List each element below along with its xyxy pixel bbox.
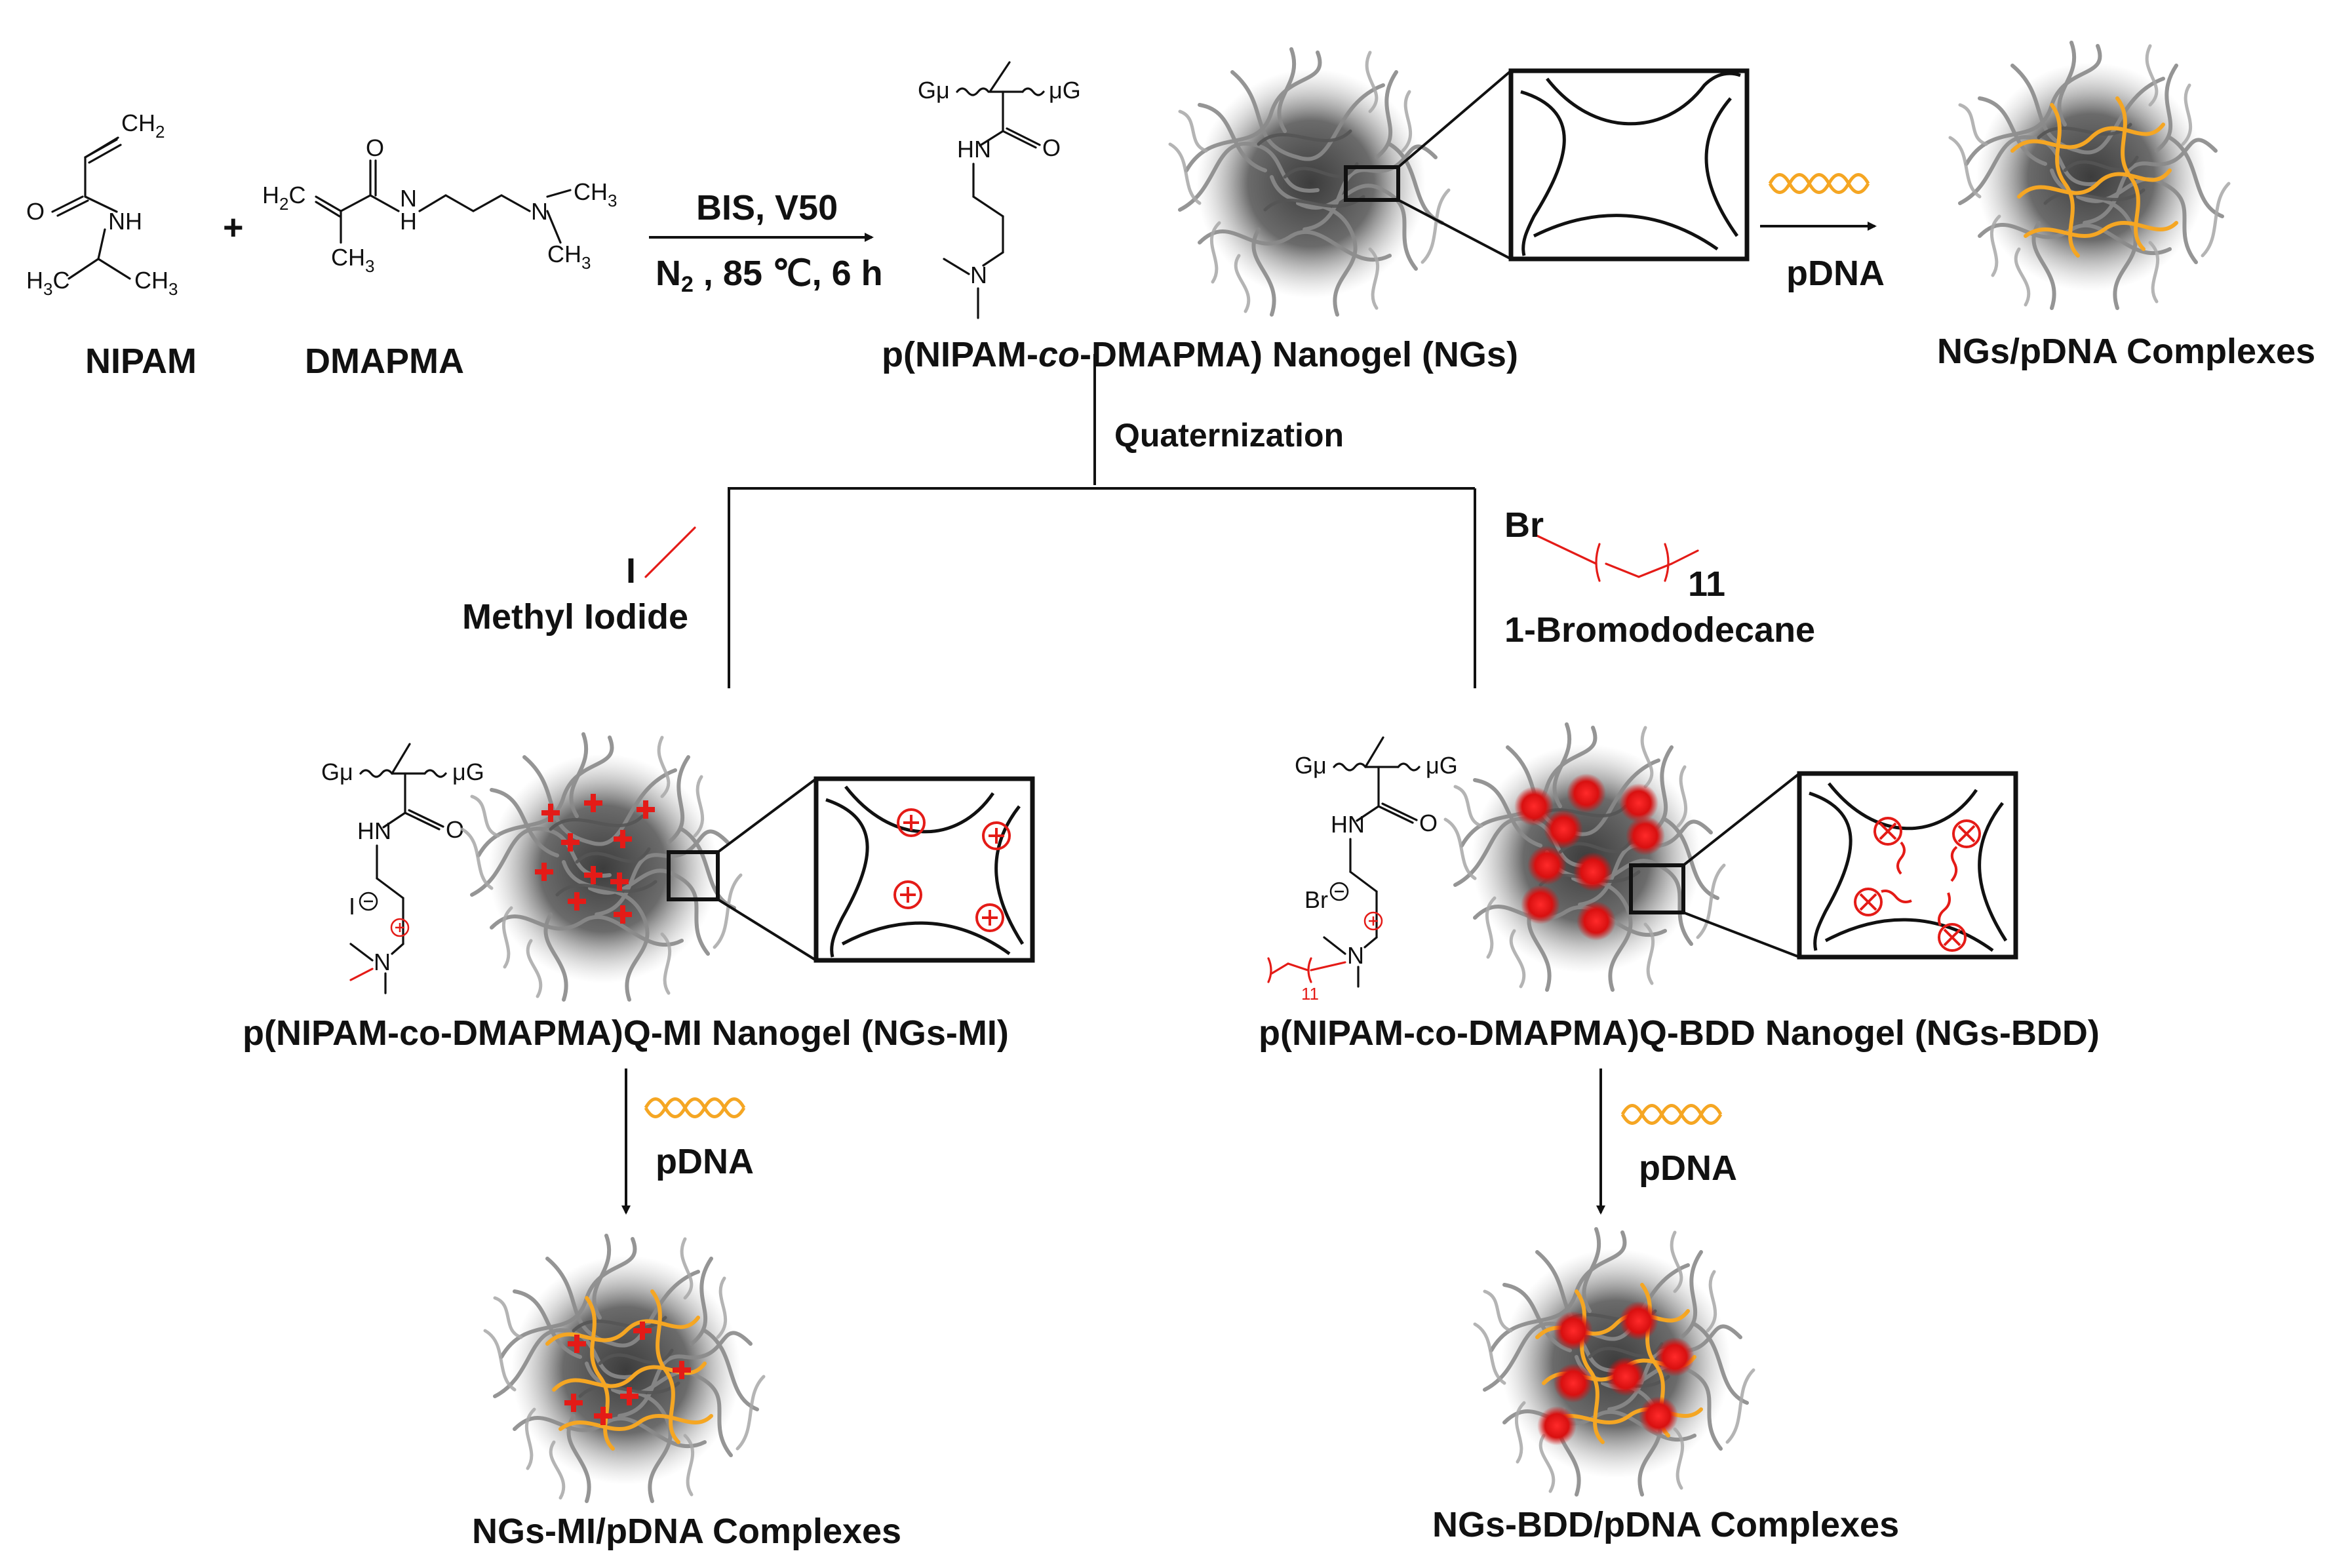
svg-text:CH2: CH2 — [121, 109, 165, 142]
svg-text:NH: NH — [108, 208, 142, 235]
dmapma-structure: H2C O N H CH3 N CH3 CH3 — [262, 134, 617, 276]
nanogel-title: p(NIPAM-co-DMAPMA) Nanogel (NGs) — [882, 335, 1518, 374]
svg-text:μG: μG — [1426, 752, 1458, 779]
svg-text:O: O — [366, 134, 384, 161]
polymer-repeat-unit-top: Gμ μG O HN N — [918, 61, 1081, 319]
svg-text:O: O — [1042, 134, 1061, 161]
svg-text:HN: HN — [957, 136, 991, 163]
svg-text:11: 11 — [1301, 984, 1319, 1004]
nanogel-sphere-icon — [1950, 43, 2229, 308]
nipam-label: NIPAM — [85, 342, 197, 381]
svg-text:μG: μG — [1049, 77, 1081, 104]
ngs-mi-complex-label: NGs-MI/pDNA Complexes — [472, 1512, 902, 1551]
svg-text:Gμ: Gμ — [1295, 752, 1327, 779]
bromododecane-label: 1-Bromododecane — [1504, 610, 1816, 650]
svg-text:O: O — [26, 198, 45, 225]
nanogel-sphere-icon — [485, 1236, 764, 1501]
reaction-conditions: N2 , 85 ℃, 6 h — [656, 254, 883, 297]
ngs-mi-label: p(NIPAM-co-DMAPMA)Q-MI Nanogel (NGs-MI) — [243, 1013, 1009, 1053]
plus-sign: + — [223, 208, 244, 247]
methyl-bond-icon — [644, 526, 696, 578]
svg-text:CH3: CH3 — [331, 244, 374, 276]
svg-text:N: N — [1347, 942, 1364, 969]
zoom-inset-icon — [667, 850, 720, 901]
svg-text:O: O — [1419, 810, 1438, 836]
svg-text:CH3: CH3 — [134, 267, 178, 299]
network-inset-bdd — [1797, 771, 2018, 960]
zoom-inset-icon — [1344, 165, 1400, 202]
dmapma-label: DMAPMA — [305, 342, 464, 381]
svg-text:Gμ: Gμ — [321, 758, 353, 785]
pdna-label-top: pDNA — [1786, 254, 1885, 293]
svg-text:HN: HN — [1331, 811, 1365, 838]
ngs-bdd-label: p(NIPAM-co-DMAPMA)Q-BDD Nanogel (NGs-BDD… — [1259, 1013, 2100, 1053]
ngs-bdd-complex-label: NGs-BDD/pDNA Complexes — [1432, 1505, 1900, 1544]
svg-text:CH3: CH3 — [547, 241, 591, 273]
network-inset-mi — [813, 776, 1035, 963]
methyl-iodide-symbol: I — [626, 551, 637, 591]
polymer-repeat-unit-mi: Gμ μG O HN I N — [321, 743, 484, 994]
quaternization-label: Quaternization — [1114, 417, 1344, 454]
nanogel-sphere-icon — [1170, 49, 1449, 315]
network-inset-top — [1508, 68, 1750, 262]
svg-text:Gμ: Gμ — [918, 77, 950, 104]
svg-text:N: N — [400, 185, 417, 212]
bromododecane-subscript: 11 — [1688, 564, 1726, 604]
svg-text:CH3: CH3 — [574, 178, 617, 210]
polymer-repeat-unit-bdd: Gμ μG O HN Br N 11 — [1267, 736, 1458, 1004]
bromododecane-structure — [1533, 533, 1699, 582]
svg-text:Br: Br — [1304, 886, 1328, 913]
svg-text:N: N — [531, 198, 548, 225]
reaction-reagents: BIS, V50 — [696, 188, 838, 227]
svg-text:HN: HN — [357, 817, 391, 844]
nanogel-sphere-icon — [462, 734, 741, 1000]
bromododecane-symbol: Br — [1504, 505, 1544, 545]
svg-text:μG: μG — [452, 758, 484, 785]
complex-top-label: NGs/pDNA Complexes — [1937, 332, 2316, 371]
nipam-structure: CH2 O NH H3C CH3 — [26, 109, 178, 299]
zoom-inset-icon — [1629, 863, 1685, 914]
svg-text:N: N — [374, 949, 391, 975]
pdna-label-bdd: pDNA — [1639, 1148, 1737, 1188]
pdna-label-mi: pDNA — [656, 1142, 754, 1181]
svg-text:H: H — [400, 208, 417, 235]
svg-text:N: N — [970, 262, 987, 288]
pdna-helix-icon — [646, 1099, 744, 1117]
svg-text:H3C: H3C — [26, 267, 69, 299]
pdna-helix-icon — [1770, 175, 1868, 193]
methyl-iodide-label: Methyl Iodide — [462, 597, 689, 637]
svg-text:H2C: H2C — [262, 182, 305, 214]
pdna-helix-icon — [1622, 1106, 1721, 1124]
svg-text:I: I — [349, 893, 355, 920]
